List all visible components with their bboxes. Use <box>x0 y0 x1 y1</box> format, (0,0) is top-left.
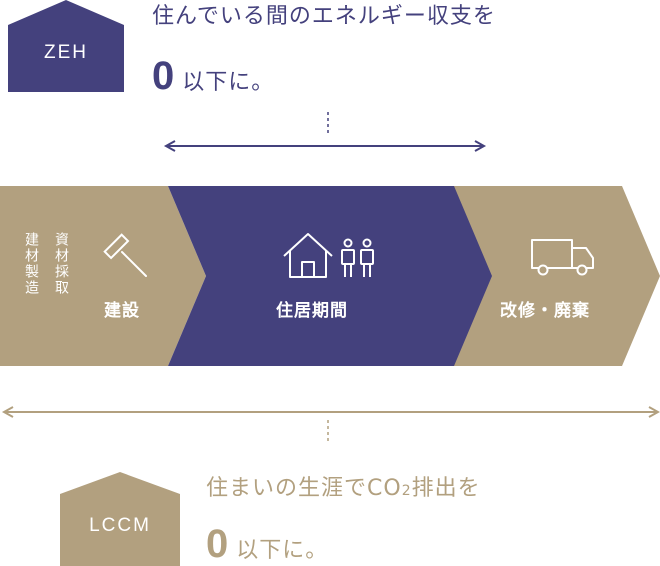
hammer-icon <box>103 233 147 277</box>
lccm-line1-sub: 2 <box>401 483 412 499</box>
lccm-tail: 以下に。 <box>236 538 329 563</box>
zeh-headline-line2: 0 以下に。 <box>152 56 274 96</box>
lccm-zero: 0 <box>206 522 229 566</box>
lccm-line1-b: 排出を <box>411 476 481 501</box>
lccm-range-arrow <box>1 406 660 418</box>
zeh-badge-shape <box>8 0 124 92</box>
stage-renovation-shape <box>440 186 660 366</box>
stage-residence-label: 住居期間 <box>276 301 348 321</box>
stage-construction-shape <box>0 186 206 366</box>
stage-materials-col1: 建材製造 <box>23 232 39 296</box>
lccm-headline-line1: 住まいの生涯でCO2排出を <box>206 478 481 500</box>
zeh-headline-line1: 住んでいる間のエネルギー収支を <box>152 4 496 29</box>
lccm-line1-a: 住まいの生涯でCO <box>206 476 402 501</box>
stage-materials-col2: 資材採取 <box>53 232 69 296</box>
zeh-zero: 0 <box>152 54 175 98</box>
house-icon <box>283 233 333 278</box>
stage-construction-label: 建設 <box>104 301 140 321</box>
zeh-tail: 以下に。 <box>182 70 275 95</box>
lccm-headline-line2: 0 以下に。 <box>206 524 328 564</box>
lccm-badge-shape <box>60 472 180 566</box>
zeh-range-arrow <box>163 140 487 152</box>
truck-icon <box>531 239 594 276</box>
stage-residence-shape <box>168 186 492 366</box>
people-icon <box>341 238 374 277</box>
stage-renovation-label: 改修・廃棄 <box>500 301 590 321</box>
zeh-badge-label: ZEH <box>44 42 88 63</box>
lccm-badge-label: LCCM <box>89 515 151 536</box>
